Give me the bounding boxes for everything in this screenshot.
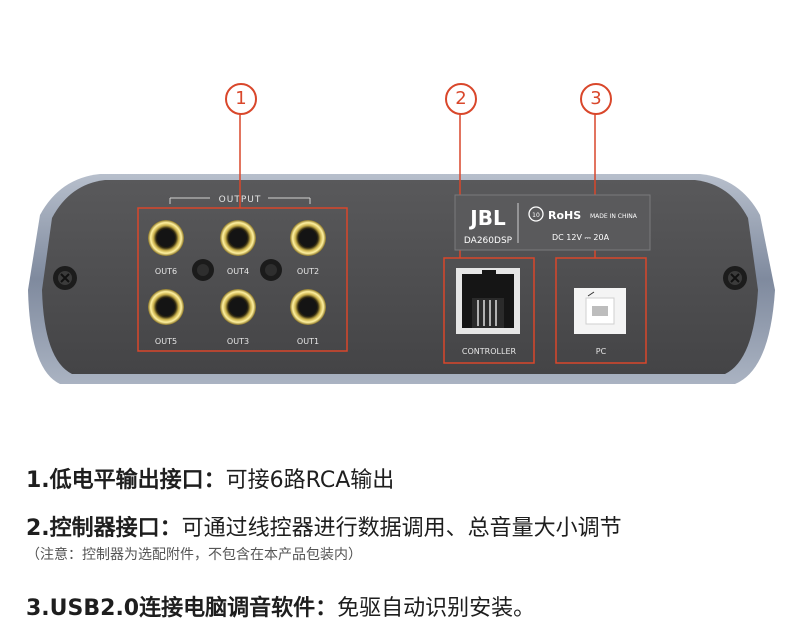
- description-item-3: 3.USB2.0连接电脑调音软件：免驱自动识别安装。: [26, 590, 535, 622]
- screw-right: [723, 266, 747, 290]
- port-label-out3: OUT3: [227, 337, 249, 346]
- pc-label: PC: [596, 347, 607, 356]
- rca-jack-out5[interactable]: [148, 289, 184, 325]
- eco-icon: [528, 206, 544, 222]
- port-label-out2: OUT2: [297, 267, 319, 276]
- rohs-mark: RoHS: [548, 209, 581, 222]
- callout-2: 2: [445, 83, 477, 115]
- output-highlight-box: [137, 207, 348, 352]
- pc-highlight-box: [555, 257, 647, 364]
- rca-jack-out4[interactable]: [220, 220, 256, 256]
- port-label-out6: OUT6: [155, 267, 177, 276]
- rca-jack-out3[interactable]: [220, 289, 256, 325]
- controller-port[interactable]: [456, 268, 520, 334]
- made-in-text: MADE IN CHINA: [590, 213, 638, 220]
- panel-screw: [192, 259, 214, 281]
- port-label-out5: OUT5: [155, 337, 177, 346]
- item1-title: 1.低电平输出接口：: [26, 468, 226, 493]
- rca-jack-out6[interactable]: [148, 220, 184, 256]
- power-spec: DC 12V ⎓ 20A: [552, 233, 610, 242]
- item2-text: 可通过线控器进行数据调用、总音量大小调节: [181, 516, 622, 541]
- description-item-1: 1.低电平输出接口：可接6路RCA输出: [26, 462, 394, 494]
- model-number: DA260DSP: [464, 236, 513, 246]
- usb-b-port[interactable]: [574, 288, 626, 334]
- label-plate: JBL DA260DSP 10 RoHS MADE IN CHINA DC 12…: [454, 194, 651, 251]
- chassis-panel: [42, 180, 758, 374]
- item2-note: （注意：控制器为选配附件，不包含在本产品包装内）: [26, 547, 362, 563]
- panel-screw: [260, 259, 282, 281]
- item1-text: 可接6路RCA输出: [225, 468, 395, 493]
- brand-logo: JBL: [468, 206, 506, 230]
- controller-highlight-box: [443, 257, 535, 364]
- rca-jack-out2[interactable]: [290, 220, 326, 256]
- callout-3: 3: [580, 83, 612, 115]
- port-label-out4: OUT4: [227, 267, 249, 276]
- device-rear-panel: OUTPUT OUT6 OUT4 OUT2 OUT5 OUT3 OUT1 JBL…: [28, 113, 775, 384]
- rca-jack-out1[interactable]: [290, 289, 326, 325]
- item3-title: 3.USB2.0连接电脑调音软件：: [26, 596, 338, 621]
- callout-1: 1: [225, 83, 257, 115]
- eco-number: 10: [532, 212, 540, 219]
- description-item-2: 2.控制器接口：可通过线控器进行数据调用、总音量大小调节: [26, 510, 622, 542]
- screw-left: [53, 266, 77, 290]
- item3-text: 免驱自动识别安装。: [337, 596, 536, 621]
- port-label-out1: OUT1: [297, 337, 319, 346]
- item2-title: 2.控制器接口：: [26, 516, 182, 541]
- controller-label: CONTROLLER: [462, 347, 517, 356]
